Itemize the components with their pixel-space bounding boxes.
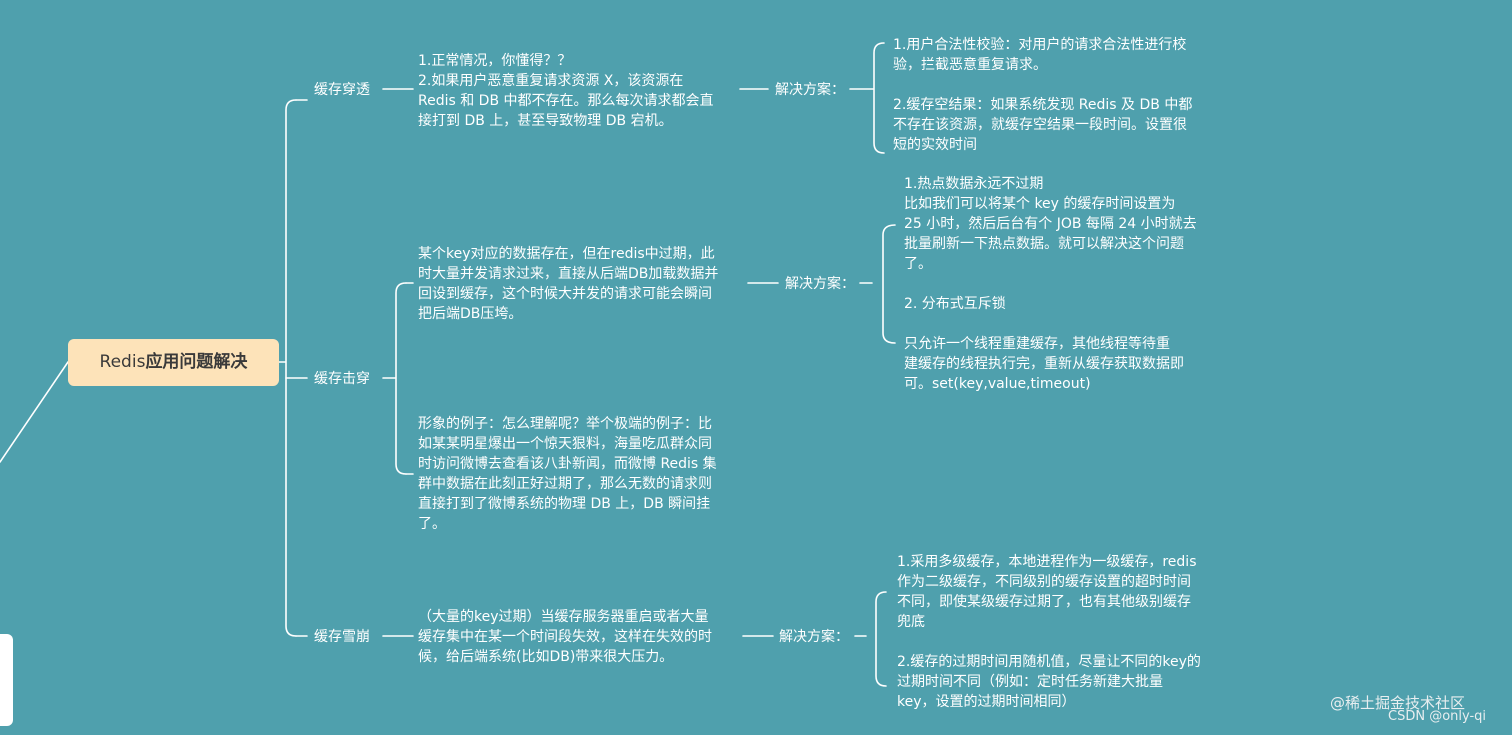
branch1-solution: 1.用户合法性校验：对用户的请求合法性进行校 验，拦截恶意重复请求。 2.缓存空… [893,37,1193,153]
branch1-description: 1.正常情况，你懂得？？ 2.如果用户恶意重复请求资源 X，该资源在 Redis… [418,53,714,129]
watermark-juejin: @稀土掘金技术社区 [1330,694,1466,712]
branch2-description-2: 形象的例子：怎么理解呢？举个极端的例子：比 如某某明星爆出一个惊天狠料，海量吃瓜… [418,416,717,532]
root-title: 应用问题解决 [145,352,248,372]
watermark-csdn: CSDN @only-qi [1388,709,1487,724]
branch3-solution-label[interactable]: 解决方案： [779,629,849,645]
connector-branch1-bracket [849,42,885,154]
branch3-solution: 1.采用多级缓存，本地进程作为一级缓存，redis 作为二级缓存，不同级别的缓存… [897,554,1201,710]
branch2-solution: 1.热点数据永远不过期 比如我们可以将某个 key 的缓存时间设置为 25 小时… [904,176,1197,392]
branch-label-cache-breakdown[interactable]: 缓存击穿 [314,371,370,387]
root-prefix: Redis [99,352,146,372]
connector-root-spine [278,99,297,637]
branch2-description-1: 某个key对应的数据存在，但在redis中过期，此 时大量并发请求过来，直接从后… [418,246,719,322]
connector-branch2-bracket [859,224,896,344]
root-node[interactable]: Redis应用问题解决 [68,339,279,386]
branch3-description: （大量的key过期）当缓存服务器重启或者大量 缓存集中在某一个时间段失效，这样在… [418,609,712,665]
connector-branch3-bracket [854,591,887,687]
branch1-solution-label[interactable]: 解决方案： [775,82,845,98]
connector-parent-root [0,361,69,463]
branch-label-cache-penetration[interactable]: 缓存穿透 [314,82,370,98]
connector-branch2-split [382,282,407,475]
branch2-solution-label[interactable]: 解决方案： [785,276,855,292]
branch-label-cache-avalanche[interactable]: 缓存雪崩 [314,629,370,645]
partial-node-card [0,634,13,726]
